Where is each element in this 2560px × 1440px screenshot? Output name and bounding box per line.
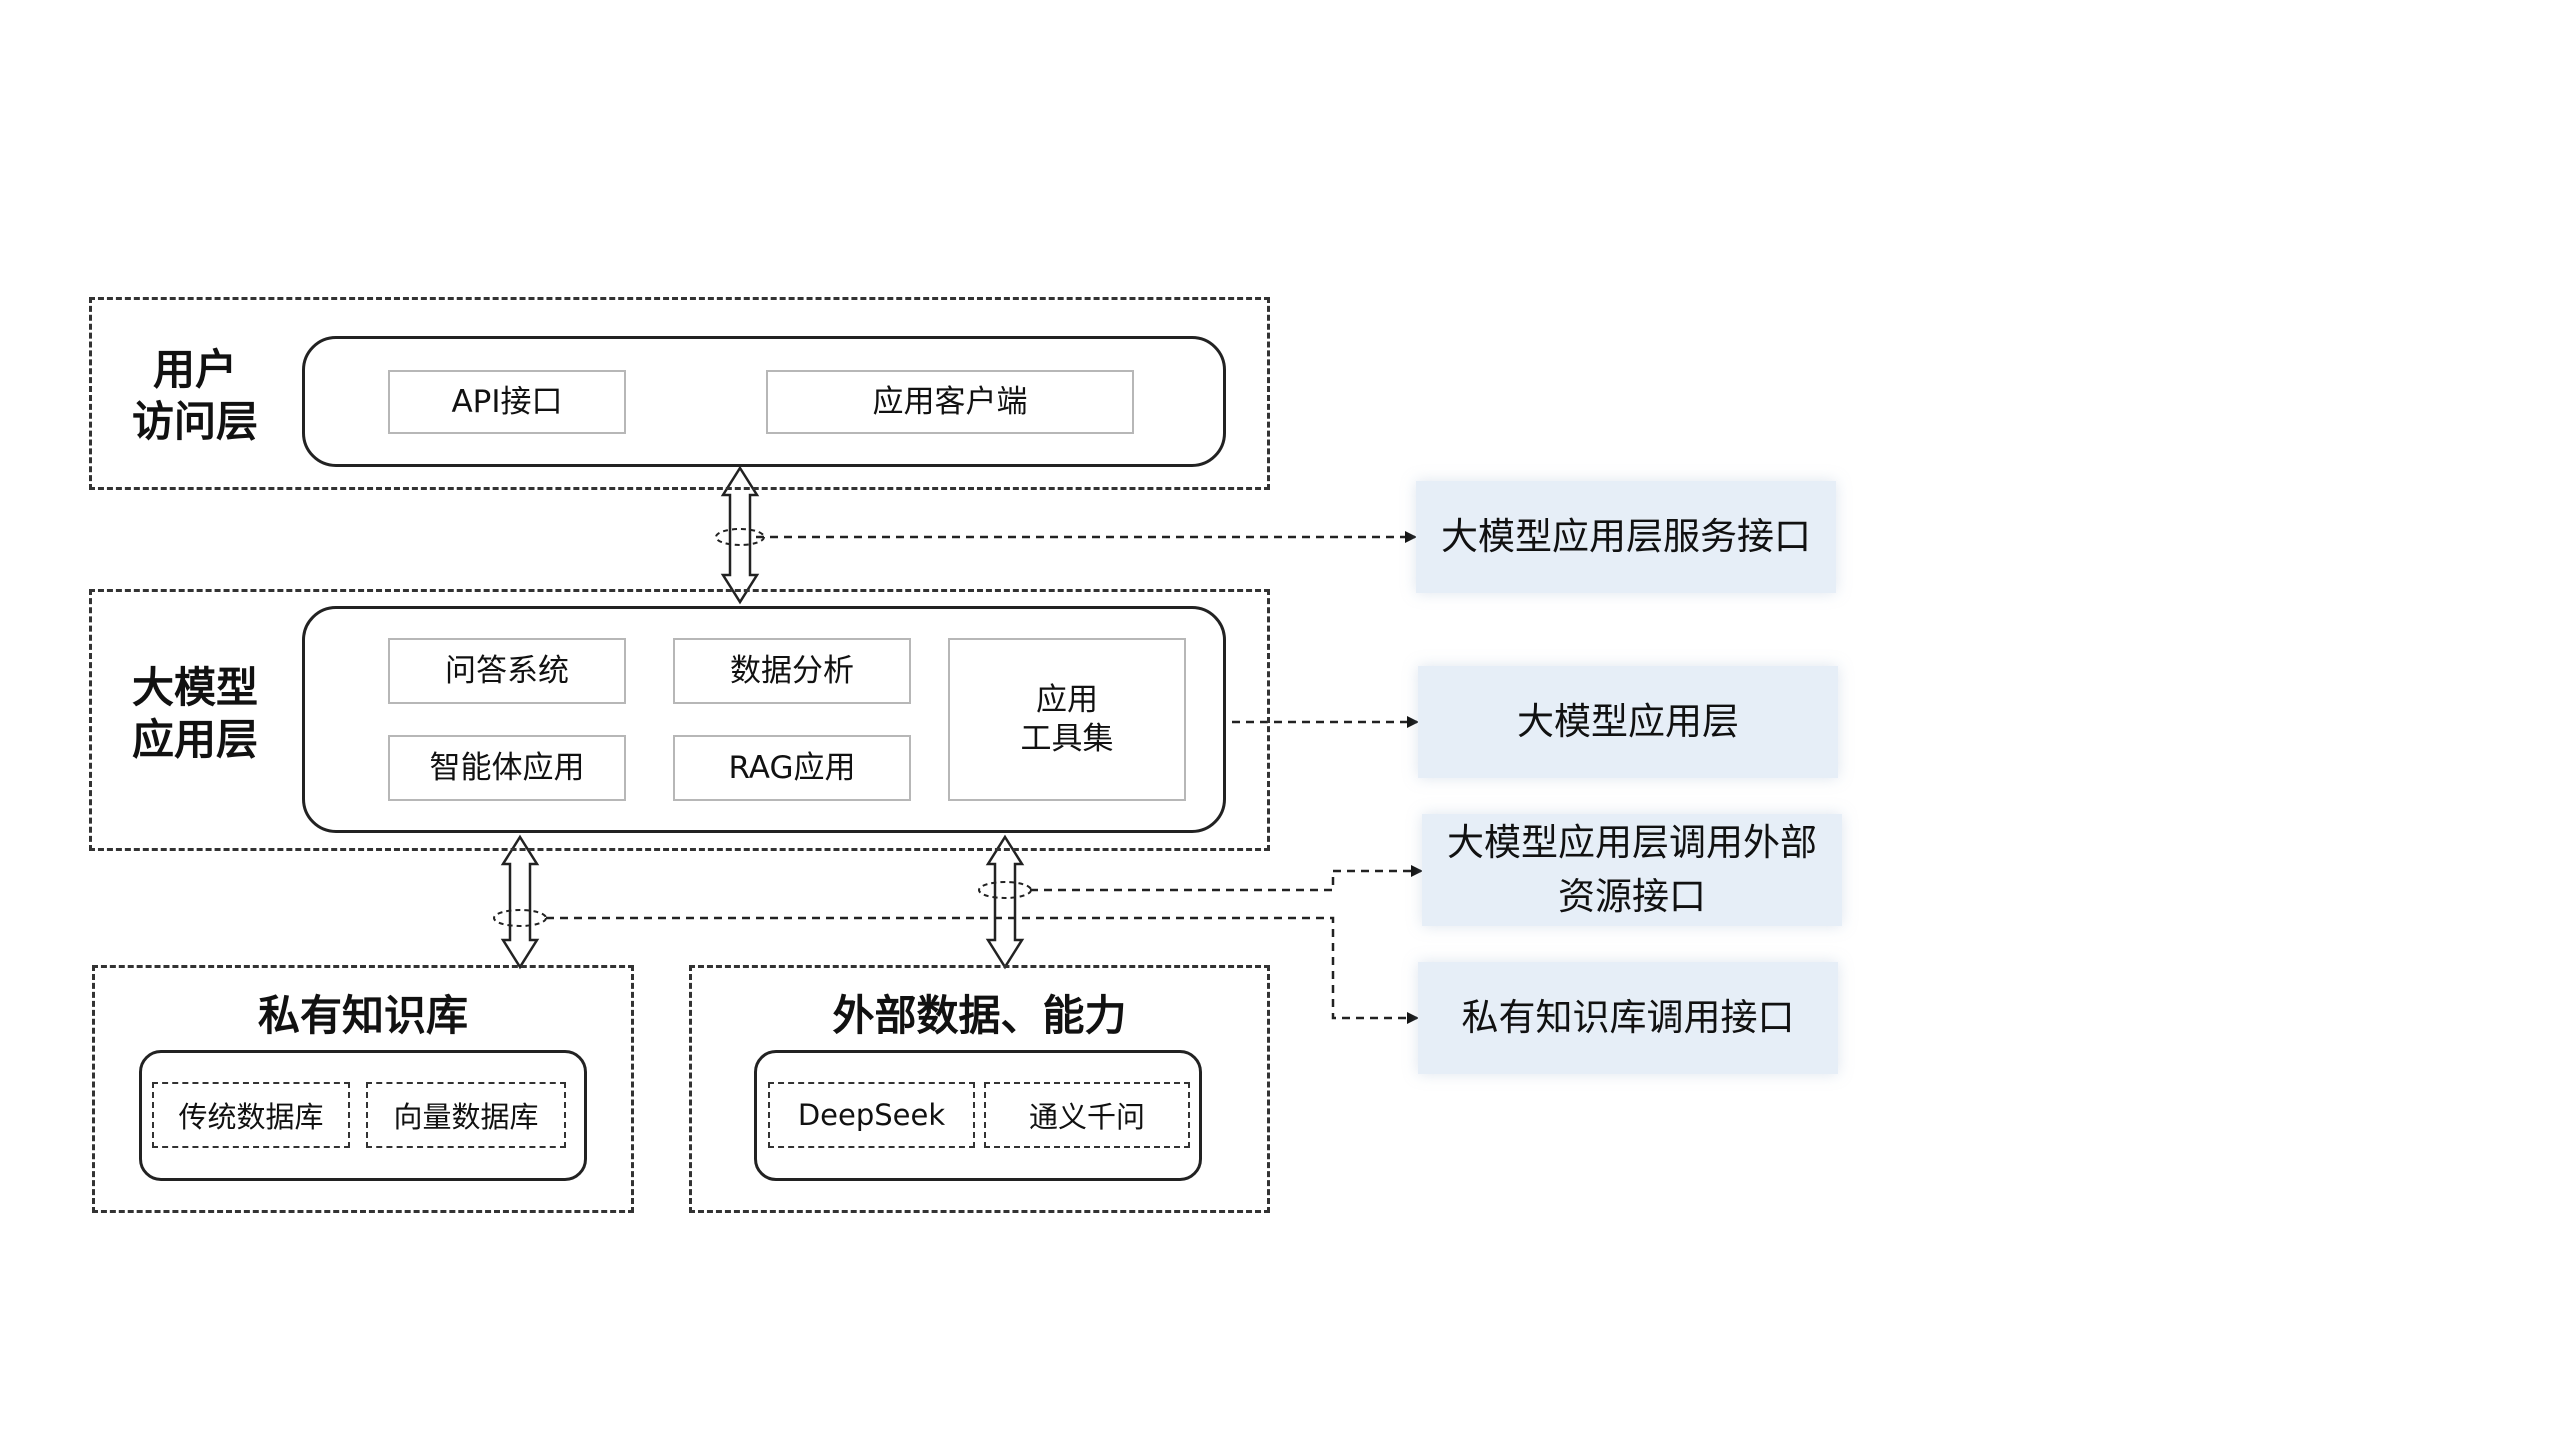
double-arrow-model-external [978,834,1032,970]
private-kb-title: 私有知识库 [257,990,468,1040]
rag-app-box[interactable]: RAG应用 [673,735,911,801]
model-app-layer-region [89,589,1270,851]
external-title: 外部数据、能力 [832,990,1127,1040]
external-region [689,965,1270,1213]
api-interface-box[interactable]: API接口 [388,370,626,434]
app-client-box[interactable]: 应用客户端 [766,370,1134,434]
app-toolset-box[interactable]: 应用 工具集 [948,638,1186,801]
private-interface-box[interactable]: 私有知识库调用接口 [1418,962,1838,1074]
deepseek-box[interactable]: DeepSeek [768,1082,975,1148]
user-access-layer-region [89,297,1270,490]
traditional-db-box[interactable]: 传统数据库 [152,1082,350,1148]
vector-db-box[interactable]: 向量数据库 [366,1082,566,1148]
tongyi-qianwen-box[interactable]: 通义千问 [984,1082,1190,1148]
user-access-layer-label: 用户 访问层 [131,345,258,447]
service-interface-box[interactable]: 大模型应用层服务接口 [1416,481,1836,593]
dashed-arrow-external-interface [1030,865,1423,892]
double-arrow-model-private [493,834,547,970]
external-interface-box[interactable]: 大模型应用层调用外部 资源接口 [1422,814,1842,926]
app-layer-box[interactable]: 大模型应用层 [1418,666,1838,778]
agent-app-box[interactable]: 智能体应用 [388,735,626,801]
private-kb-region [92,965,634,1213]
dashed-arrow-private-interface [546,916,1419,1024]
data-analysis-box[interactable]: 数据分析 [673,638,911,704]
qa-system-box[interactable]: 问答系统 [388,638,626,704]
model-app-layer-label: 大模型 应用层 [131,663,258,765]
